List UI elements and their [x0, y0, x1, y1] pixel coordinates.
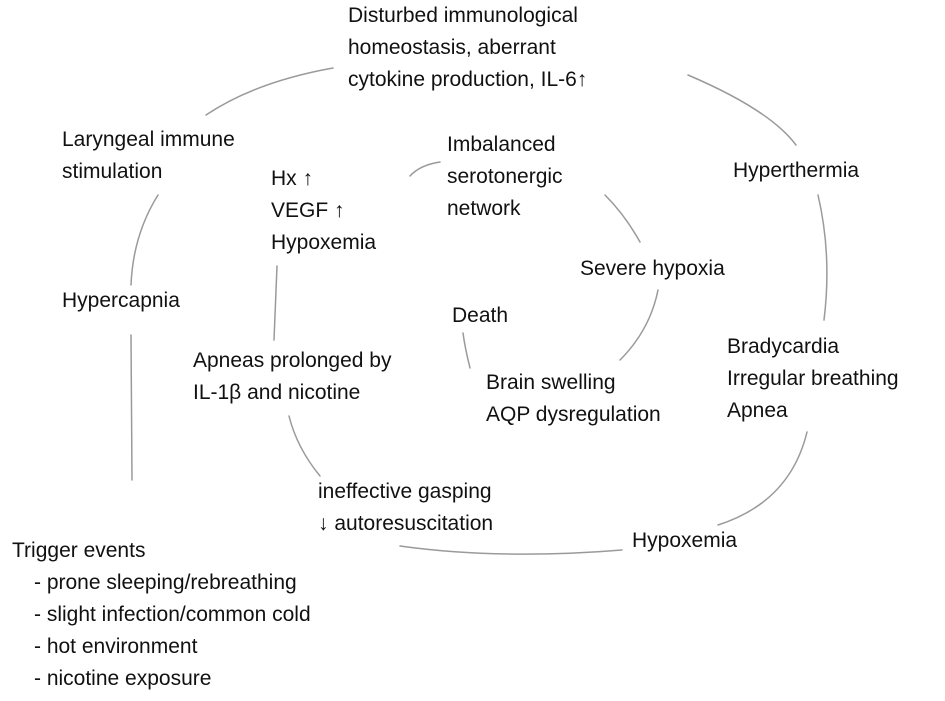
node-hypoxemia-outer: Hypoxemia [632, 525, 737, 557]
trigger-events-list: Trigger events - prone sleeping/rebreath… [12, 535, 311, 695]
node-hx-vegf-hypoxemia: Hx ↑ VEGF ↑ Hypoxemia [271, 163, 376, 259]
arc-hypoxemia-to-gasping [399, 545, 623, 555]
node-line: serotonergic [447, 165, 563, 188]
node-disturbed-immunological-homeostasis: Disturbed immunological homeostasis, abe… [348, 0, 587, 96]
trigger-title: Trigger events [12, 539, 146, 562]
node-line: Hyperthermia [733, 159, 860, 182]
node-line: Brain swelling [486, 371, 616, 394]
node-line: ineffective gasping [318, 480, 492, 503]
node-line: AQP dysregulation [486, 403, 661, 426]
node-bradycardia-irregular-breathing-apnea: Bradycardia Irregular breathing Apnea [727, 331, 899, 427]
arc-brain-swelling-to-death [462, 332, 471, 369]
node-line: Hypoxemia [632, 529, 738, 552]
node-line: network [447, 197, 521, 220]
node-hyperthermia: Hyperthermia [733, 155, 859, 187]
node-line: Hypercapnia [62, 289, 180, 312]
node-apneas-prolonged: Apneas prolonged by IL-1β and nicotine [193, 345, 392, 409]
trigger-item: - nicotine exposure [34, 667, 212, 690]
node-line: Imbalanced [447, 133, 556, 156]
trigger-item: - hot environment [34, 635, 198, 658]
node-line: Hx ↑ [271, 167, 313, 190]
arc-serotonergic-to-severe-hypoxia [604, 194, 641, 243]
node-line: Hypoxemia [271, 231, 377, 254]
node-ineffective-gasping: ineffective gasping ↓ autoresuscitation [318, 476, 493, 540]
node-imbalanced-serotonergic-network: Imbalanced serotonergic network [447, 129, 563, 225]
node-line: Apnea [727, 399, 788, 422]
trigger-item: - prone sleeping/rebreathing [34, 571, 297, 594]
node-line: VEGF ↑ [271, 199, 345, 222]
arc-severe-hypoxia-to-brain-swelling [619, 289, 659, 361]
node-line: Severe hypoxia [580, 257, 725, 280]
node-line: cytokine production, IL-6↑ [348, 68, 588, 91]
node-line: Disturbed immunological [348, 4, 578, 27]
node-line: IL-1β and nicotine [193, 381, 361, 404]
arc-bradycardia-to-hypoxemia [717, 431, 808, 526]
node-death: Death [452, 300, 508, 332]
node-line: Apneas prolonged by [193, 349, 392, 372]
arc-apneas-to-hx-vegf [273, 265, 278, 341]
node-line: ↓ autoresuscitation [318, 512, 494, 535]
node-brain-swelling-aqp: Brain swelling AQP dysregulation [486, 367, 661, 431]
node-line: Irregular breathing [727, 367, 899, 390]
arc-immunological-to-hyperthermia [687, 74, 797, 146]
arc-hx-vegf-to-serotonergic [409, 161, 441, 177]
arc-trigger-to-hypercapnia [130, 334, 133, 481]
node-laryngeal-immune-stimulation: Laryngeal immune stimulation [62, 124, 235, 188]
node-severe-hypoxia: Severe hypoxia [580, 253, 725, 285]
arc-hyperthermia-to-bradycardia [817, 194, 828, 321]
arc-gasping-to-apneas [288, 415, 321, 477]
arc-hypercapnia-to-laryngeal [130, 194, 159, 286]
node-line: Bradycardia [727, 335, 840, 358]
node-line: Laryngeal immune [62, 128, 235, 151]
node-hypercapnia: Hypercapnia [62, 285, 180, 317]
node-line: Death [452, 304, 509, 327]
node-line: stimulation [62, 160, 163, 183]
arc-laryngeal-to-immunological [205, 67, 334, 116]
trigger-item: - slight infection/common cold [34, 603, 311, 626]
node-line: homeostasis, aberrant [348, 36, 556, 59]
